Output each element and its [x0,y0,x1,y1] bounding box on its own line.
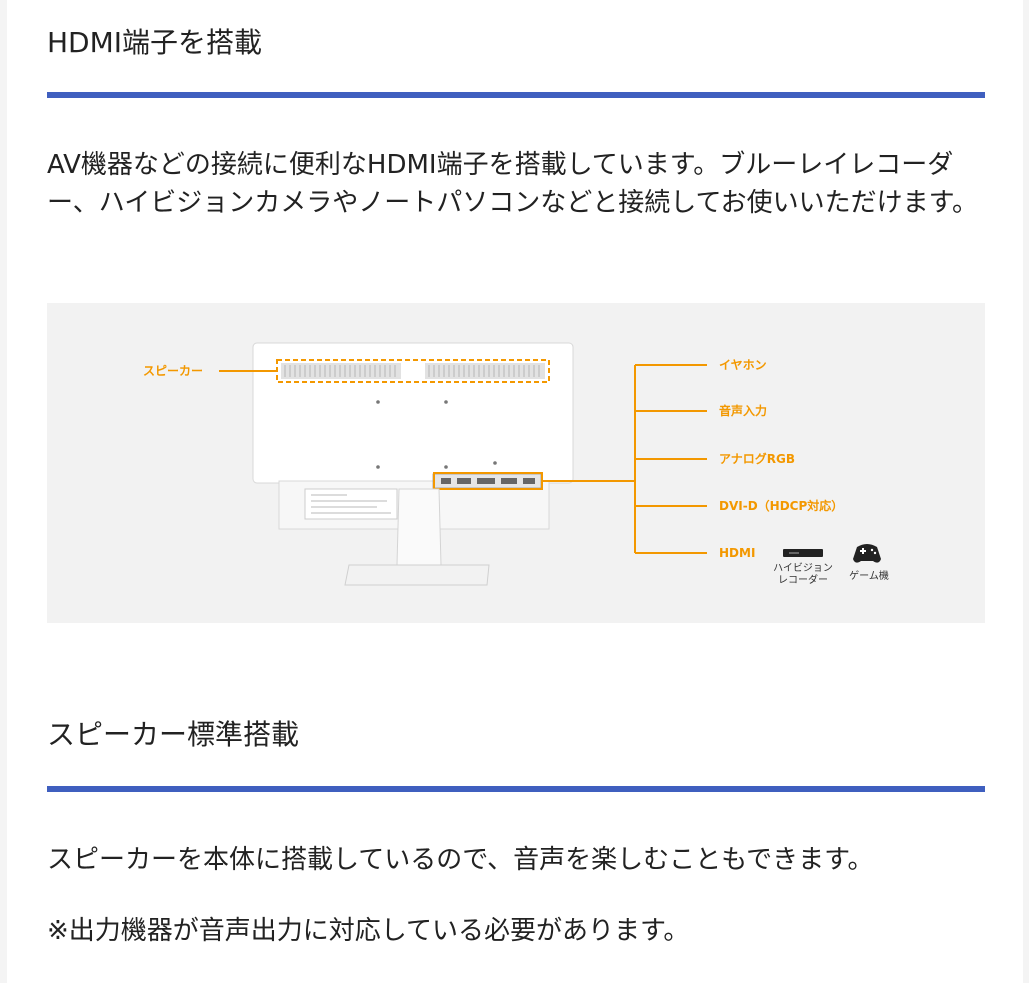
heading-rule [47,92,985,98]
device-label-game: ゲーム機 [849,569,889,582]
diagram-svg: スピーカー イヤホン 音声入力 アナログRGB DVI-D（HDCP対応） HD… [143,342,889,586]
port-label-audio-in: 音声入力 [719,403,767,418]
speaker-label: スピーカー [143,364,203,378]
section-title-hdmi: HDMI端子を搭載 [47,26,263,59]
mount-screws [376,400,497,469]
page-content: HDMI端子を搭載 AV機器などの接続に便利なHDMI端子を搭載しています。ブル… [7,0,1023,983]
gamepad-icon [853,544,881,563]
device-label-recorder-1: ハイビジョン [773,562,833,574]
heading-rule [47,786,985,792]
recorder-icon [783,549,823,557]
port-label-dvi-d: DVI-D（HDCP対応） [719,498,843,513]
port-label-earphone: イヤホン [719,358,767,372]
spec-label [304,488,398,520]
port-label-hdmi: HDMI [719,546,755,560]
speaker-grill [276,359,550,383]
stand-base [344,564,490,586]
monitor-rear-diagram: スピーカー イヤホン 音声入力 アナログRGB DVI-D（HDCP対応） HD… [47,303,985,623]
section-title-speaker: スピーカー標準搭載 [47,718,300,751]
port-label-analog-rgb: アナログRGB [719,451,795,466]
device-label-recorder-2: レコーダー [778,573,828,586]
stand-neck [396,488,442,566]
speaker-note: ※出力機器が音声出力に対応している必要があります。 [47,916,690,946]
hdmi-description: AV機器などの接続に便利なHDMI端子を搭載しています。ブルーレイレコーダー、ハ… [47,150,979,218]
speaker-description: スピーカーを本体に搭載しているので、音声を楽しむこともできます。 [47,845,874,875]
